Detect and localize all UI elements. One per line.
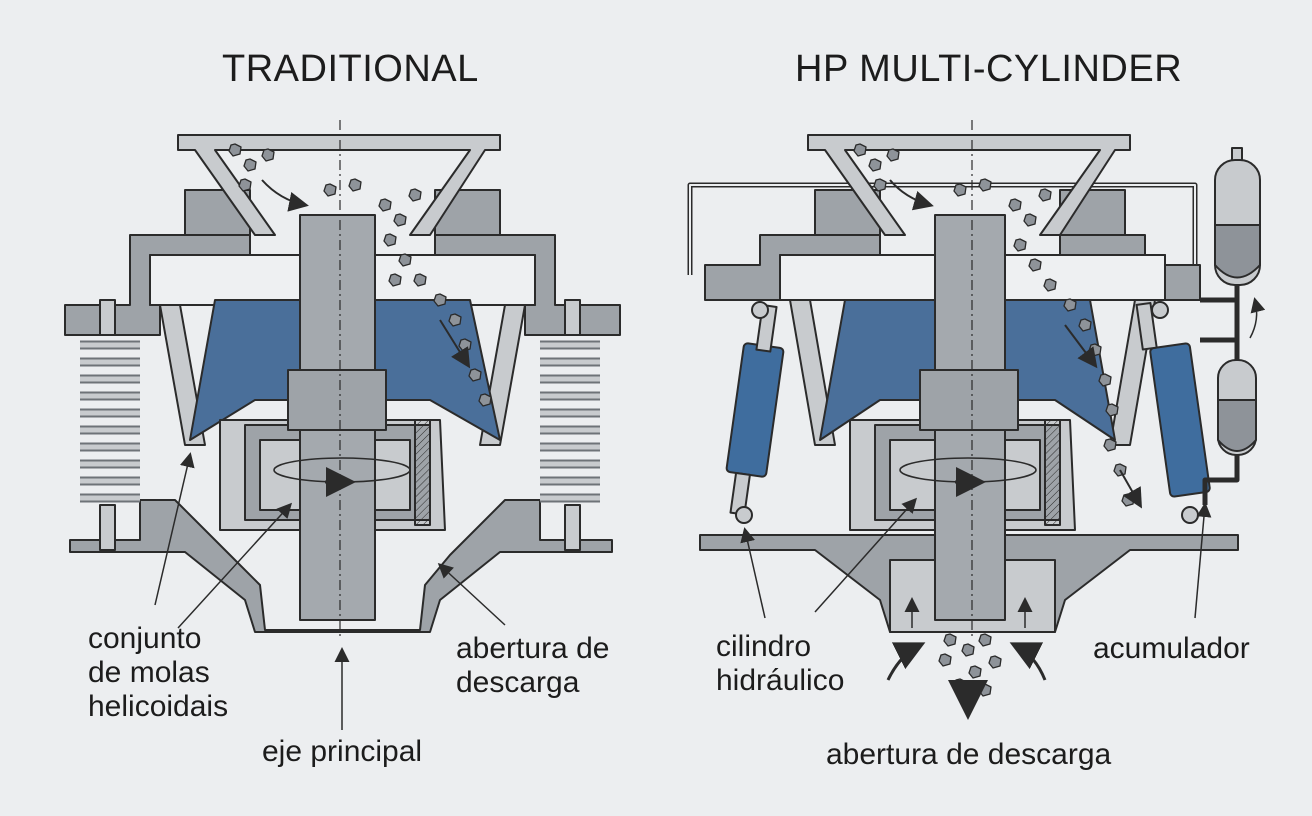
right-discharge-label: abertura de descarga [826, 738, 1112, 771]
hp-multi-cylinder-crusher [687, 120, 1266, 720]
left-discharge-line-1: abertura de [456, 632, 610, 665]
coil-spring-icon [80, 299, 140, 551]
traditional-title: TRADITIONAL [222, 48, 479, 90]
feed-hopper [807, 134, 1131, 236]
springs-label-line-3: helicoidais [88, 690, 229, 723]
springs-label-line-2: de molas [88, 656, 210, 689]
main-shaft-label: eje principal [262, 735, 423, 768]
springs-label-line-1: conjunto [88, 622, 202, 655]
hydraulic-cylinder-icon [1135, 301, 1211, 524]
accumulator-label: acumulador [1093, 632, 1250, 665]
accumulator-icon [1200, 147, 1261, 365]
springs-label: conjunto de molas helicoidais [88, 622, 228, 724]
left-discharge-line-2: descarga [456, 666, 580, 699]
hp-multi-cylinder-title: HP MULTI-CYLINDER [795, 48, 1183, 90]
coil-spring-icon [540, 299, 600, 551]
bowl-liner [159, 304, 206, 446]
feed-hopper [177, 134, 501, 236]
left-discharge-label: abertura de descarga [456, 632, 609, 700]
cylinder-label-line-1: cilindro [716, 630, 812, 663]
hydraulic-cylinder-icon [725, 301, 785, 524]
accumulator-icon [1202, 359, 1257, 505]
traditional-crusher [64, 120, 621, 730]
hydraulic-cylinder-label: cilindro hidráulico [716, 630, 844, 698]
cylinder-label-line-2: hidráulico [716, 664, 845, 697]
